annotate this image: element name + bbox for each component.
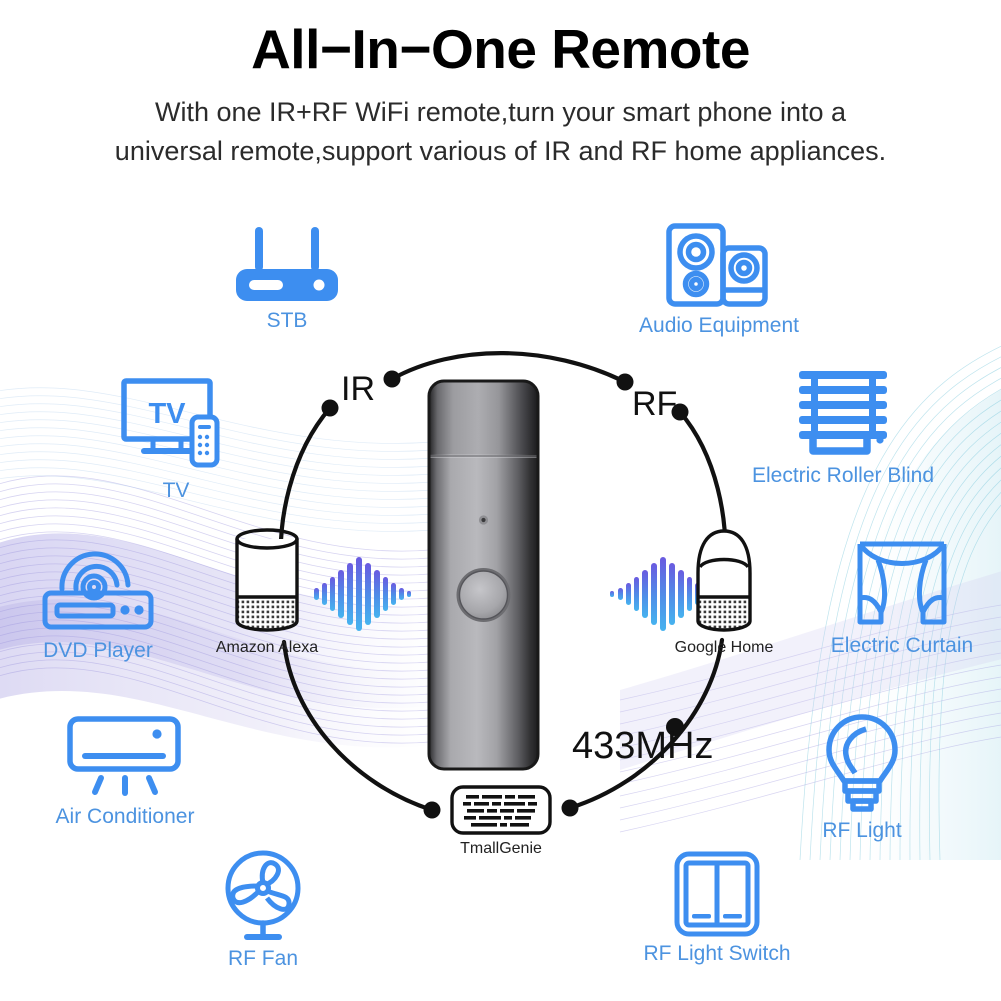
page-subtitle: With one IR+RF WiFi remote,turn your sma… xyxy=(51,93,951,171)
arc-right-lower xyxy=(567,637,725,811)
assistant-label: Google Home xyxy=(674,639,774,656)
wall-switch-icon xyxy=(617,850,817,938)
assistant-label: Amazon Alexa xyxy=(215,639,319,656)
appliance-label: RF Light Switch xyxy=(643,942,791,965)
assistant-amazon-alexa[interactable]: Amazon Alexa xyxy=(167,525,367,657)
signal-tag-frequency: 433MHz xyxy=(572,725,714,767)
appliance-label: RF Light xyxy=(822,819,902,842)
appliance-label: STB xyxy=(266,309,308,332)
appliance-air-conditioner[interactable]: Air Conditioner xyxy=(25,715,225,829)
appliance-label: Air Conditioner xyxy=(55,805,195,828)
signal-tag-rf: RF xyxy=(632,385,678,423)
appliance-tv[interactable]: TV TV xyxy=(76,375,276,503)
fan-icon xyxy=(163,847,363,943)
appliance-label: Electric Curtain xyxy=(830,634,974,657)
rounded-speaker-icon xyxy=(401,784,601,836)
arc-node-dots xyxy=(321,370,689,819)
assistant-tmall-genie[interactable]: TmallGenie xyxy=(401,784,601,858)
tv-icon: TV xyxy=(76,375,276,475)
air-conditioner-icon xyxy=(25,715,225,801)
appliance-electric-curtain[interactable]: Electric Curtain xyxy=(802,540,1001,658)
signal-tag-ir: IR xyxy=(341,370,375,408)
curtain-icon xyxy=(802,540,1001,630)
arc-top xyxy=(389,351,628,385)
assistant-label: TmallGenie xyxy=(460,840,542,857)
page-title: All−In−One Remote xyxy=(251,18,750,80)
appliance-stb[interactable]: STB xyxy=(187,225,387,333)
appliance-rf-light[interactable]: RF Light xyxy=(762,713,962,843)
appliance-label: RF Fan xyxy=(227,947,298,970)
subtitle-line-2: universal remote,support various of IR a… xyxy=(114,136,887,167)
router-icon xyxy=(187,225,387,305)
svg-text:TV: TV xyxy=(148,398,186,430)
assistant-google-home[interactable]: Google Home xyxy=(624,525,824,657)
subtitle-line-1: With one IR+RF WiFi remote,turn your sma… xyxy=(154,97,846,128)
center-remote-device[interactable] xyxy=(427,379,540,771)
roller-blind-icon xyxy=(743,368,943,460)
speakers-icon xyxy=(619,222,819,310)
appliance-label: TV xyxy=(162,479,190,502)
appliance-rf-fan[interactable]: RF Fan xyxy=(163,847,363,971)
bulb-icon xyxy=(762,713,962,815)
appliance-electric-roller-blind[interactable]: Electric Roller Blind xyxy=(743,368,943,488)
appliance-rf-light-switch[interactable]: RF Light Switch xyxy=(617,850,817,966)
dome-speaker-icon xyxy=(624,525,824,635)
appliance-audio-equipment[interactable]: Audio Equipment xyxy=(619,222,819,338)
header: All−In−One Remote With one IR+RF WiFi re… xyxy=(0,18,1001,172)
appliance-label: Audio Equipment xyxy=(639,314,799,337)
appliance-label: Electric Roller Blind xyxy=(751,464,935,487)
cylinder-speaker-icon xyxy=(167,525,367,635)
